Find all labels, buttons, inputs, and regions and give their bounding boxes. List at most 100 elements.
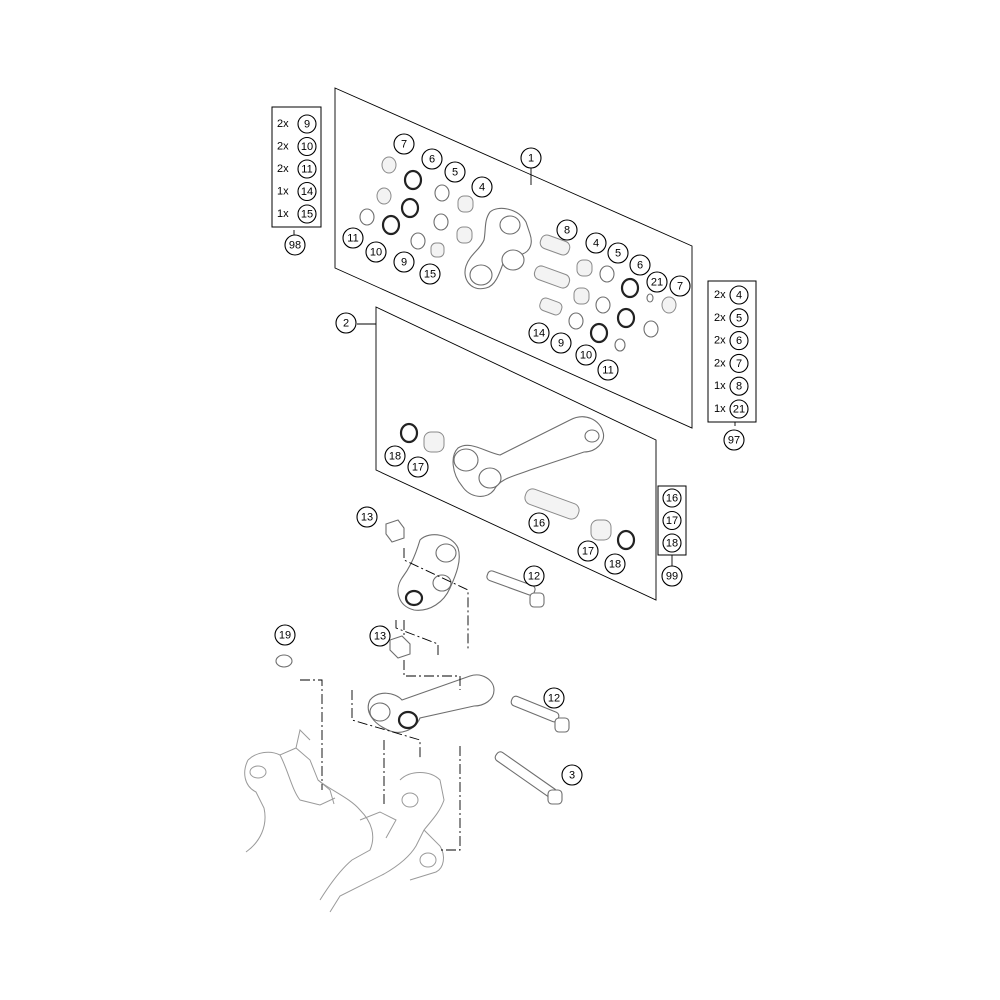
callout-label: 6: [637, 260, 643, 272]
kit-97-part: 8: [729, 376, 749, 396]
callout-circle: [393, 133, 415, 155]
callout-circle: [369, 625, 391, 647]
part-7-left-bushing: [381, 156, 397, 174]
kit-part-circle: [297, 204, 317, 224]
kit-97-part: 7: [729, 353, 749, 373]
part-12-bolt-lower-head: [554, 717, 570, 733]
callout-c12b: 12: [543, 687, 565, 709]
callout-c7a: 7: [393, 133, 415, 155]
part-4-left-bearing-b: [456, 226, 473, 244]
callout-c16: 16: [528, 512, 550, 534]
callout-circle: [528, 322, 550, 344]
callout-c3: 3: [561, 764, 583, 786]
assembly-2-panel: [375, 306, 657, 601]
callout-c9b: 9: [550, 332, 572, 354]
part-5-left-washer: [434, 184, 450, 202]
part-1-lever-eye-low: [469, 264, 493, 286]
installed-rod-eye-right: [397, 710, 419, 730]
frame-outline: [244, 729, 445, 913]
part-18-seal-right: [616, 529, 636, 551]
callout-label: 11: [602, 365, 613, 377]
callout-c13a: 13: [356, 506, 378, 528]
kit-part-label: 10: [301, 141, 313, 153]
callout-label: 18: [389, 451, 401, 463]
callout-c21: 21: [646, 271, 668, 293]
kit-part-label: 7: [736, 358, 742, 370]
kit-97-part: 21: [729, 399, 749, 419]
callout-label: 5: [452, 167, 458, 179]
callout-label: 10: [580, 350, 592, 362]
callout-label: 13: [361, 512, 373, 524]
callout-label: 3: [569, 770, 575, 782]
callout-c18a: 18: [384, 445, 406, 467]
callout-circle: [520, 147, 542, 169]
kit-97-label: 97: [723, 429, 745, 451]
callout-label: 17: [412, 462, 424, 474]
part-18-seal-left: [399, 422, 419, 444]
kit-part-circle: [729, 399, 749, 419]
callout-circle: [550, 332, 572, 354]
kit-part-circle: [297, 181, 317, 202]
leader-lines: [293, 168, 736, 566]
assembly-1-parts: [359, 156, 677, 352]
kit-part-circle: [729, 308, 749, 328]
callout-label: 9: [401, 257, 407, 269]
callout-label: 4: [479, 182, 485, 194]
part-1-lever-eye-top: [499, 215, 521, 235]
callout-c4b: 4: [585, 232, 607, 254]
callout-circle: [543, 687, 565, 709]
kit-97-part: 4: [729, 285, 749, 305]
kit-part-circle: [297, 136, 317, 157]
callout-circle: [577, 540, 599, 562]
kit-98-qty: 2x: [277, 141, 289, 153]
callout-circle: [393, 251, 415, 273]
callout-circle: [528, 512, 550, 534]
kit-part-circle: [662, 510, 682, 531]
part-5-right-washer-b: [595, 296, 611, 314]
callout-label: 12: [548, 693, 560, 705]
kit-part-label: 14: [301, 186, 313, 198]
kit-label-circle: [723, 429, 745, 451]
callout-label: 2: [343, 318, 349, 330]
part-2-eye-far: [584, 429, 600, 443]
installed-lever-eye-low: [404, 589, 424, 607]
kit-part-label: 16: [666, 493, 678, 505]
callout-circle: [335, 312, 357, 334]
part-21-small-ring: [646, 293, 654, 303]
callout-c18b: 18: [604, 553, 626, 575]
part-8-sleeve-mid: [533, 265, 571, 289]
kit-part-label: 17: [666, 515, 678, 527]
kit-label-text: 97: [728, 435, 740, 447]
part-7-right-bushing-a: [661, 296, 677, 314]
callout-label: 18: [609, 559, 621, 571]
kit-part-label: 8: [736, 381, 742, 393]
callout-c6b: 6: [629, 254, 651, 276]
part-1-lever-eye-mid: [501, 249, 525, 271]
kit-98-label: 98: [284, 234, 306, 256]
kit-part-circle: [729, 331, 749, 351]
callout-c6a: 6: [421, 148, 443, 170]
kit-97-qty: 2x: [714, 357, 726, 369]
kit-part-circle: [297, 114, 317, 134]
callout-circle: [419, 263, 441, 285]
callout-c10b: 10: [575, 344, 597, 366]
kit-part-circle: [729, 376, 749, 396]
kit-label-text: 98: [289, 240, 301, 252]
kit-part-circle: [662, 488, 682, 508]
callout-circle: [523, 565, 545, 587]
part-10-left-seal-b: [381, 214, 401, 236]
part-2-eye-left: [453, 448, 479, 472]
callout-circle: [585, 232, 607, 254]
part-13-nut-lower: [389, 635, 411, 659]
callout-label: 14: [533, 328, 545, 340]
installed-rod-eye-left: [369, 702, 391, 722]
kit-97-part: 6: [729, 331, 749, 351]
kit-98-part: 11: [297, 159, 317, 179]
callout-circle: [407, 456, 429, 478]
callout-label: 7: [677, 281, 683, 293]
callout-c2: 2: [335, 312, 357, 334]
callout-c8: 8: [556, 219, 578, 241]
callout-circle: [356, 506, 378, 528]
callout-c17a: 17: [407, 456, 429, 478]
